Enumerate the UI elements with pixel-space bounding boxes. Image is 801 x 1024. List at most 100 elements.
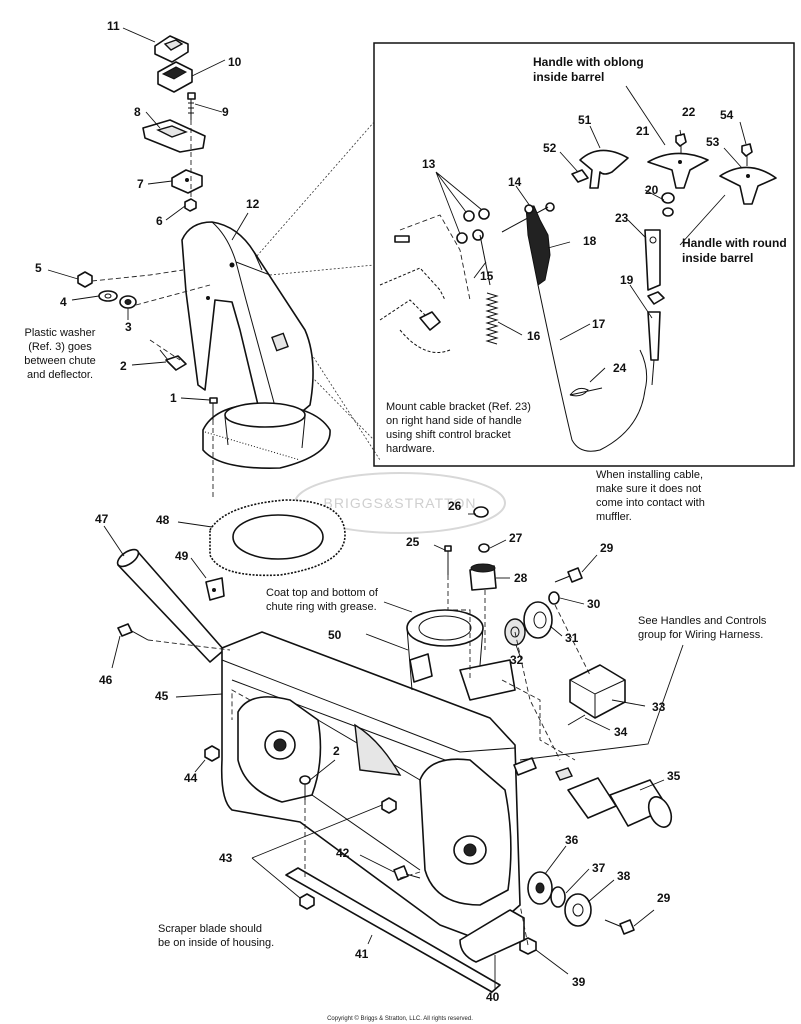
part-48-ring-gear: [209, 499, 346, 577]
part-9-screw: [187, 92, 196, 120]
note-harness-line2: group for Wiring Harness.: [638, 629, 763, 641]
callout-29-top: 29: [600, 541, 614, 555]
callout-10: 10: [228, 55, 242, 69]
callout-20: 20: [645, 183, 659, 197]
part-26-cap: [473, 506, 489, 518]
callout-39: 39: [572, 975, 586, 989]
callout-54: 54: [720, 108, 734, 122]
watermark-text: BRIGGS&STRATTON: [324, 495, 477, 511]
part-21-handle: [647, 152, 709, 189]
note-washer-line1: Plastic washer: [25, 327, 96, 339]
notes: Handle with oblong inside barrel Handle …: [24, 55, 786, 949]
callout-16: 16: [527, 329, 541, 343]
callout-43: 43: [219, 851, 233, 865]
motor-connector: [513, 757, 573, 781]
callout-34: 34: [614, 725, 628, 739]
part-51-handle: [579, 149, 629, 189]
callout-33: 33: [652, 700, 666, 714]
part-15-rod: [479, 234, 491, 286]
note-scraper-line2: be on inside of housing.: [158, 937, 274, 949]
part-44-nut: [204, 745, 220, 762]
part-50-bracket: [409, 653, 433, 683]
callout-15: 15: [480, 269, 494, 283]
callout-42: 42: [336, 846, 350, 860]
note-grease-line2: chute ring with grease.: [266, 601, 377, 613]
callout-52: 52: [543, 141, 557, 155]
part-24-pin: [569, 387, 603, 397]
part-34-screw: [567, 714, 586, 726]
inset-handle-sketch: [379, 214, 471, 353]
part-28-gear: [469, 563, 497, 591]
callouts: 11 10 9 8 7 6 12 5 4 3 2 1 13 14 15 16 1…: [35, 19, 734, 1004]
callout-37: 37: [592, 861, 606, 875]
note-cable-line4: muffler.: [596, 511, 632, 523]
part-18-boot: [524, 204, 551, 286]
note-mount-line2: on right hand side of handle: [386, 415, 522, 427]
callout-2: 2: [120, 359, 127, 373]
part-22-screw: [675, 133, 687, 154]
callout-32: 32: [510, 653, 524, 667]
callout-23: 23: [615, 211, 629, 225]
part-52-screw: [571, 169, 589, 183]
note-washer-line4: and deflector.: [27, 369, 93, 381]
callout-49: 49: [175, 549, 189, 563]
part-5-nut: [77, 271, 93, 288]
part-54-screw: [741, 143, 753, 166]
part-27-washer: [478, 543, 490, 553]
note-cable-line1: When installing cable,: [596, 469, 703, 481]
part-2-bolt-lower: [299, 775, 311, 800]
note-mount-line1: Mount cable bracket (Ref. 23): [386, 401, 531, 413]
note-harness-line1: See Handles and Controls: [638, 615, 767, 627]
part-30-washer: [548, 591, 560, 605]
part-13-washers: [456, 208, 490, 244]
callout-31: 31: [565, 631, 579, 645]
part-25-bolt: [444, 545, 452, 575]
part-17-cable: [537, 284, 648, 452]
callout-38: 38: [617, 869, 631, 883]
part-4-washer: [98, 290, 118, 302]
callout-29-bottom: 29: [657, 891, 671, 905]
part-31-flange: [523, 601, 553, 639]
callout-7: 7: [137, 177, 144, 191]
callout-11: 11: [107, 19, 120, 33]
motor-bracket: [459, 659, 516, 701]
chute-base-ring: [202, 402, 331, 469]
callout-9: 9: [222, 105, 229, 119]
note-mount-line3: using shift control bracket: [386, 429, 511, 441]
callout-41: 41: [355, 947, 369, 961]
callout-8: 8: [134, 105, 141, 119]
callout-22: 22: [682, 105, 696, 119]
callout-24: 24: [613, 361, 627, 375]
callout-46: 46: [99, 673, 113, 687]
callout-4: 4: [60, 295, 67, 309]
part-16-spring: [485, 292, 499, 345]
note-round-handle-line2: inside barrel: [682, 251, 753, 265]
part-41-scraper-blade: [285, 867, 501, 993]
note-grease-line1: Coat top and bottom of: [266, 587, 379, 599]
part-1-screw: [209, 397, 218, 420]
part-2-bolt: [159, 349, 187, 371]
callout-35: 35: [667, 769, 681, 783]
part-11-cap: [154, 35, 189, 63]
callout-36: 36: [565, 833, 579, 847]
leader-lines: [47, 27, 747, 990]
callout-13: 13: [422, 157, 436, 171]
part-12-discharge-chute: [181, 221, 314, 421]
note-cable-line3: come into contact with: [596, 497, 705, 509]
callout-6: 6: [156, 214, 163, 228]
note-washer-line2: (Ref. 3) goes: [28, 341, 92, 353]
callout-51: 51: [578, 113, 592, 127]
part-47-chute-tube: [116, 548, 225, 663]
callout-19: 19: [620, 273, 634, 287]
part-14-clip: [501, 202, 555, 233]
part-46-bolt: [117, 623, 149, 641]
callout-1: 1: [170, 391, 177, 405]
callout-45: 45: [155, 689, 169, 703]
note-cable-line2: make sure it does not: [596, 483, 701, 495]
callout-47: 47: [95, 512, 109, 526]
callout-28: 28: [514, 571, 528, 585]
part-35-motor: [567, 777, 673, 828]
callout-12: 12: [246, 197, 260, 211]
callout-14: 14: [508, 175, 522, 189]
